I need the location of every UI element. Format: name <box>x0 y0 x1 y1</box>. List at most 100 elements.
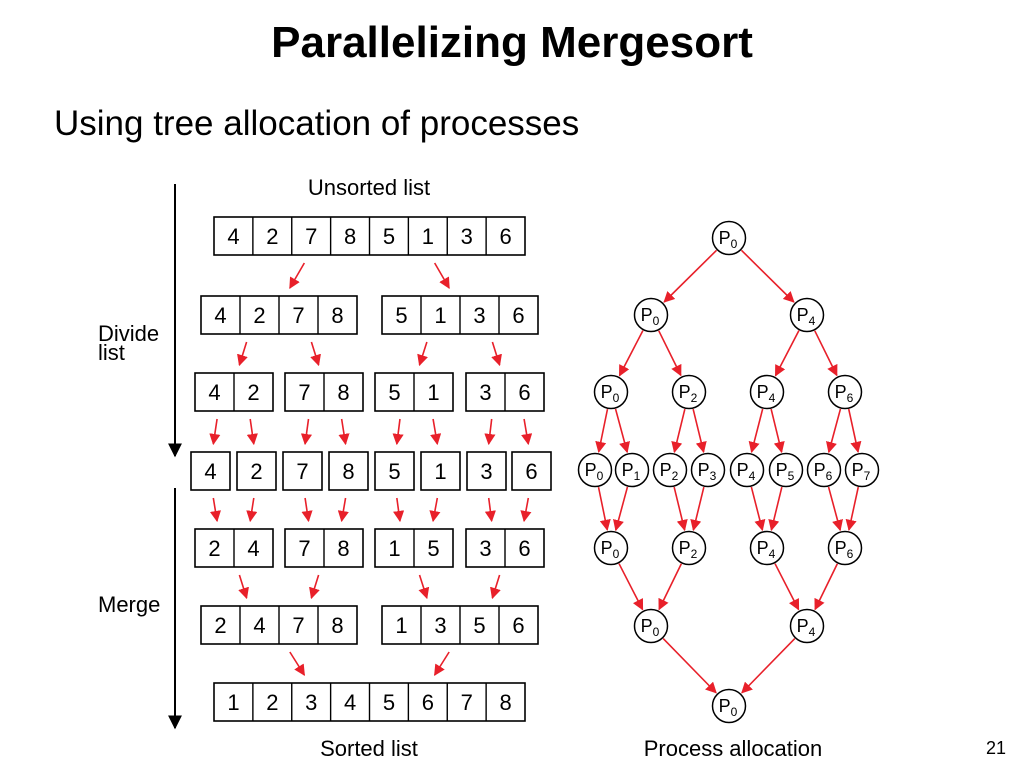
process-split-arrow <box>692 408 707 454</box>
process-split-arrow <box>614 408 630 454</box>
list-segment-box <box>236 451 277 491</box>
list-value: 6 <box>512 613 524 638</box>
list-segment-box <box>190 451 231 491</box>
process-node: P2 <box>652 452 688 488</box>
divide-arrow <box>433 262 450 289</box>
list-segment-box <box>282 451 323 491</box>
process-split-arrow <box>774 330 800 377</box>
list-segment: 7 <box>282 451 323 491</box>
slide-number: 21 <box>986 738 1007 758</box>
list-value: 1 <box>434 303 446 328</box>
process-node-circle <box>729 452 765 488</box>
list-value: 1 <box>422 224 434 249</box>
list-segment-box <box>374 451 415 491</box>
process-merge-arrow <box>741 637 796 694</box>
process-merge-arrow <box>774 563 800 611</box>
list-value: 8 <box>344 224 356 249</box>
list-value: 1 <box>388 536 400 561</box>
divide-arrow <box>246 418 258 446</box>
process-merge-arrow <box>827 486 843 532</box>
list-value: 5 <box>383 690 395 715</box>
process-node-circle <box>671 530 707 566</box>
process-node: P2 <box>671 530 707 566</box>
process-split-arrow <box>658 330 682 377</box>
process-node-circle <box>711 688 747 724</box>
divide-arrow <box>300 418 313 446</box>
process-node: P4 <box>729 452 765 488</box>
list-segment: 3 <box>466 451 507 491</box>
list-value: 2 <box>266 690 278 715</box>
process-merge-arrow <box>750 486 766 532</box>
process-node: P3 <box>690 452 726 488</box>
list-value: 6 <box>518 536 530 561</box>
list-value: 7 <box>298 380 310 405</box>
process-merge-arrow <box>618 563 644 611</box>
divide-list-label-line1: Divide <box>98 321 159 346</box>
list-value: 8 <box>342 459 354 484</box>
list-segment: 6 <box>511 451 552 491</box>
process-merge-arrow <box>814 563 839 611</box>
process-node: P0 <box>711 220 747 256</box>
list-value: 3 <box>461 224 473 249</box>
list-value: 4 <box>227 224 239 249</box>
process-merge-arrow <box>673 486 688 532</box>
list-segment-box <box>511 451 552 491</box>
list-segment: 2 <box>236 451 277 491</box>
process-split-arrow <box>595 408 609 453</box>
list-value: 2 <box>266 224 278 249</box>
process-node: P1 <box>614 452 650 488</box>
list-value: 3 <box>434 613 446 638</box>
process-node: P0 <box>577 452 613 488</box>
process-split-arrow <box>663 249 718 303</box>
process-node: P0 <box>633 608 669 644</box>
process-allocation-label: Process allocation <box>644 736 823 761</box>
list-value: 2 <box>214 613 226 638</box>
list-segment: 8 <box>328 451 369 491</box>
divide-arrow <box>392 418 404 446</box>
process-merge-arrow <box>658 563 683 611</box>
divide-arrow <box>491 341 502 367</box>
list-value: 1 <box>427 380 439 405</box>
list-value: 6 <box>518 380 530 405</box>
process-node: P0 <box>711 688 747 724</box>
list-value: 4 <box>204 459 216 484</box>
merge-arrow <box>520 497 532 523</box>
merge-arrow <box>289 651 306 676</box>
process-node-circle <box>652 452 688 488</box>
list-value: 8 <box>337 380 349 405</box>
process-merge-arrow <box>768 486 783 532</box>
process-merge-arrow <box>597 486 611 531</box>
process-node: P0 <box>593 530 629 566</box>
divide-arrow <box>310 341 321 367</box>
process-split-arrow <box>740 249 795 303</box>
list-value: 1 <box>434 459 446 484</box>
list-value: 6 <box>525 459 537 484</box>
list-value: 7 <box>305 224 317 249</box>
merge-arrow <box>301 497 313 523</box>
process-node: P6 <box>827 530 863 566</box>
list-value: 3 <box>479 536 491 561</box>
merge-arrow <box>418 574 430 600</box>
process-split-arrow <box>826 408 842 454</box>
list-value: 3 <box>479 380 491 405</box>
list-segment: 5 <box>374 451 415 491</box>
divide-arrow <box>484 418 496 446</box>
process-node: P5 <box>768 452 804 488</box>
list-value: 5 <box>388 380 400 405</box>
process-node-circle <box>789 608 825 644</box>
process-node-circle <box>844 452 880 488</box>
process-node: P2 <box>671 374 707 410</box>
merge-label: Merge <box>98 592 160 617</box>
divide-arrow <box>417 341 428 367</box>
slide-subtitle: Using tree allocation of processes <box>54 104 580 143</box>
list-value: 7 <box>461 690 473 715</box>
process-merge-arrow <box>845 486 860 532</box>
process-node: P4 <box>789 608 825 644</box>
list-value: 1 <box>227 690 239 715</box>
